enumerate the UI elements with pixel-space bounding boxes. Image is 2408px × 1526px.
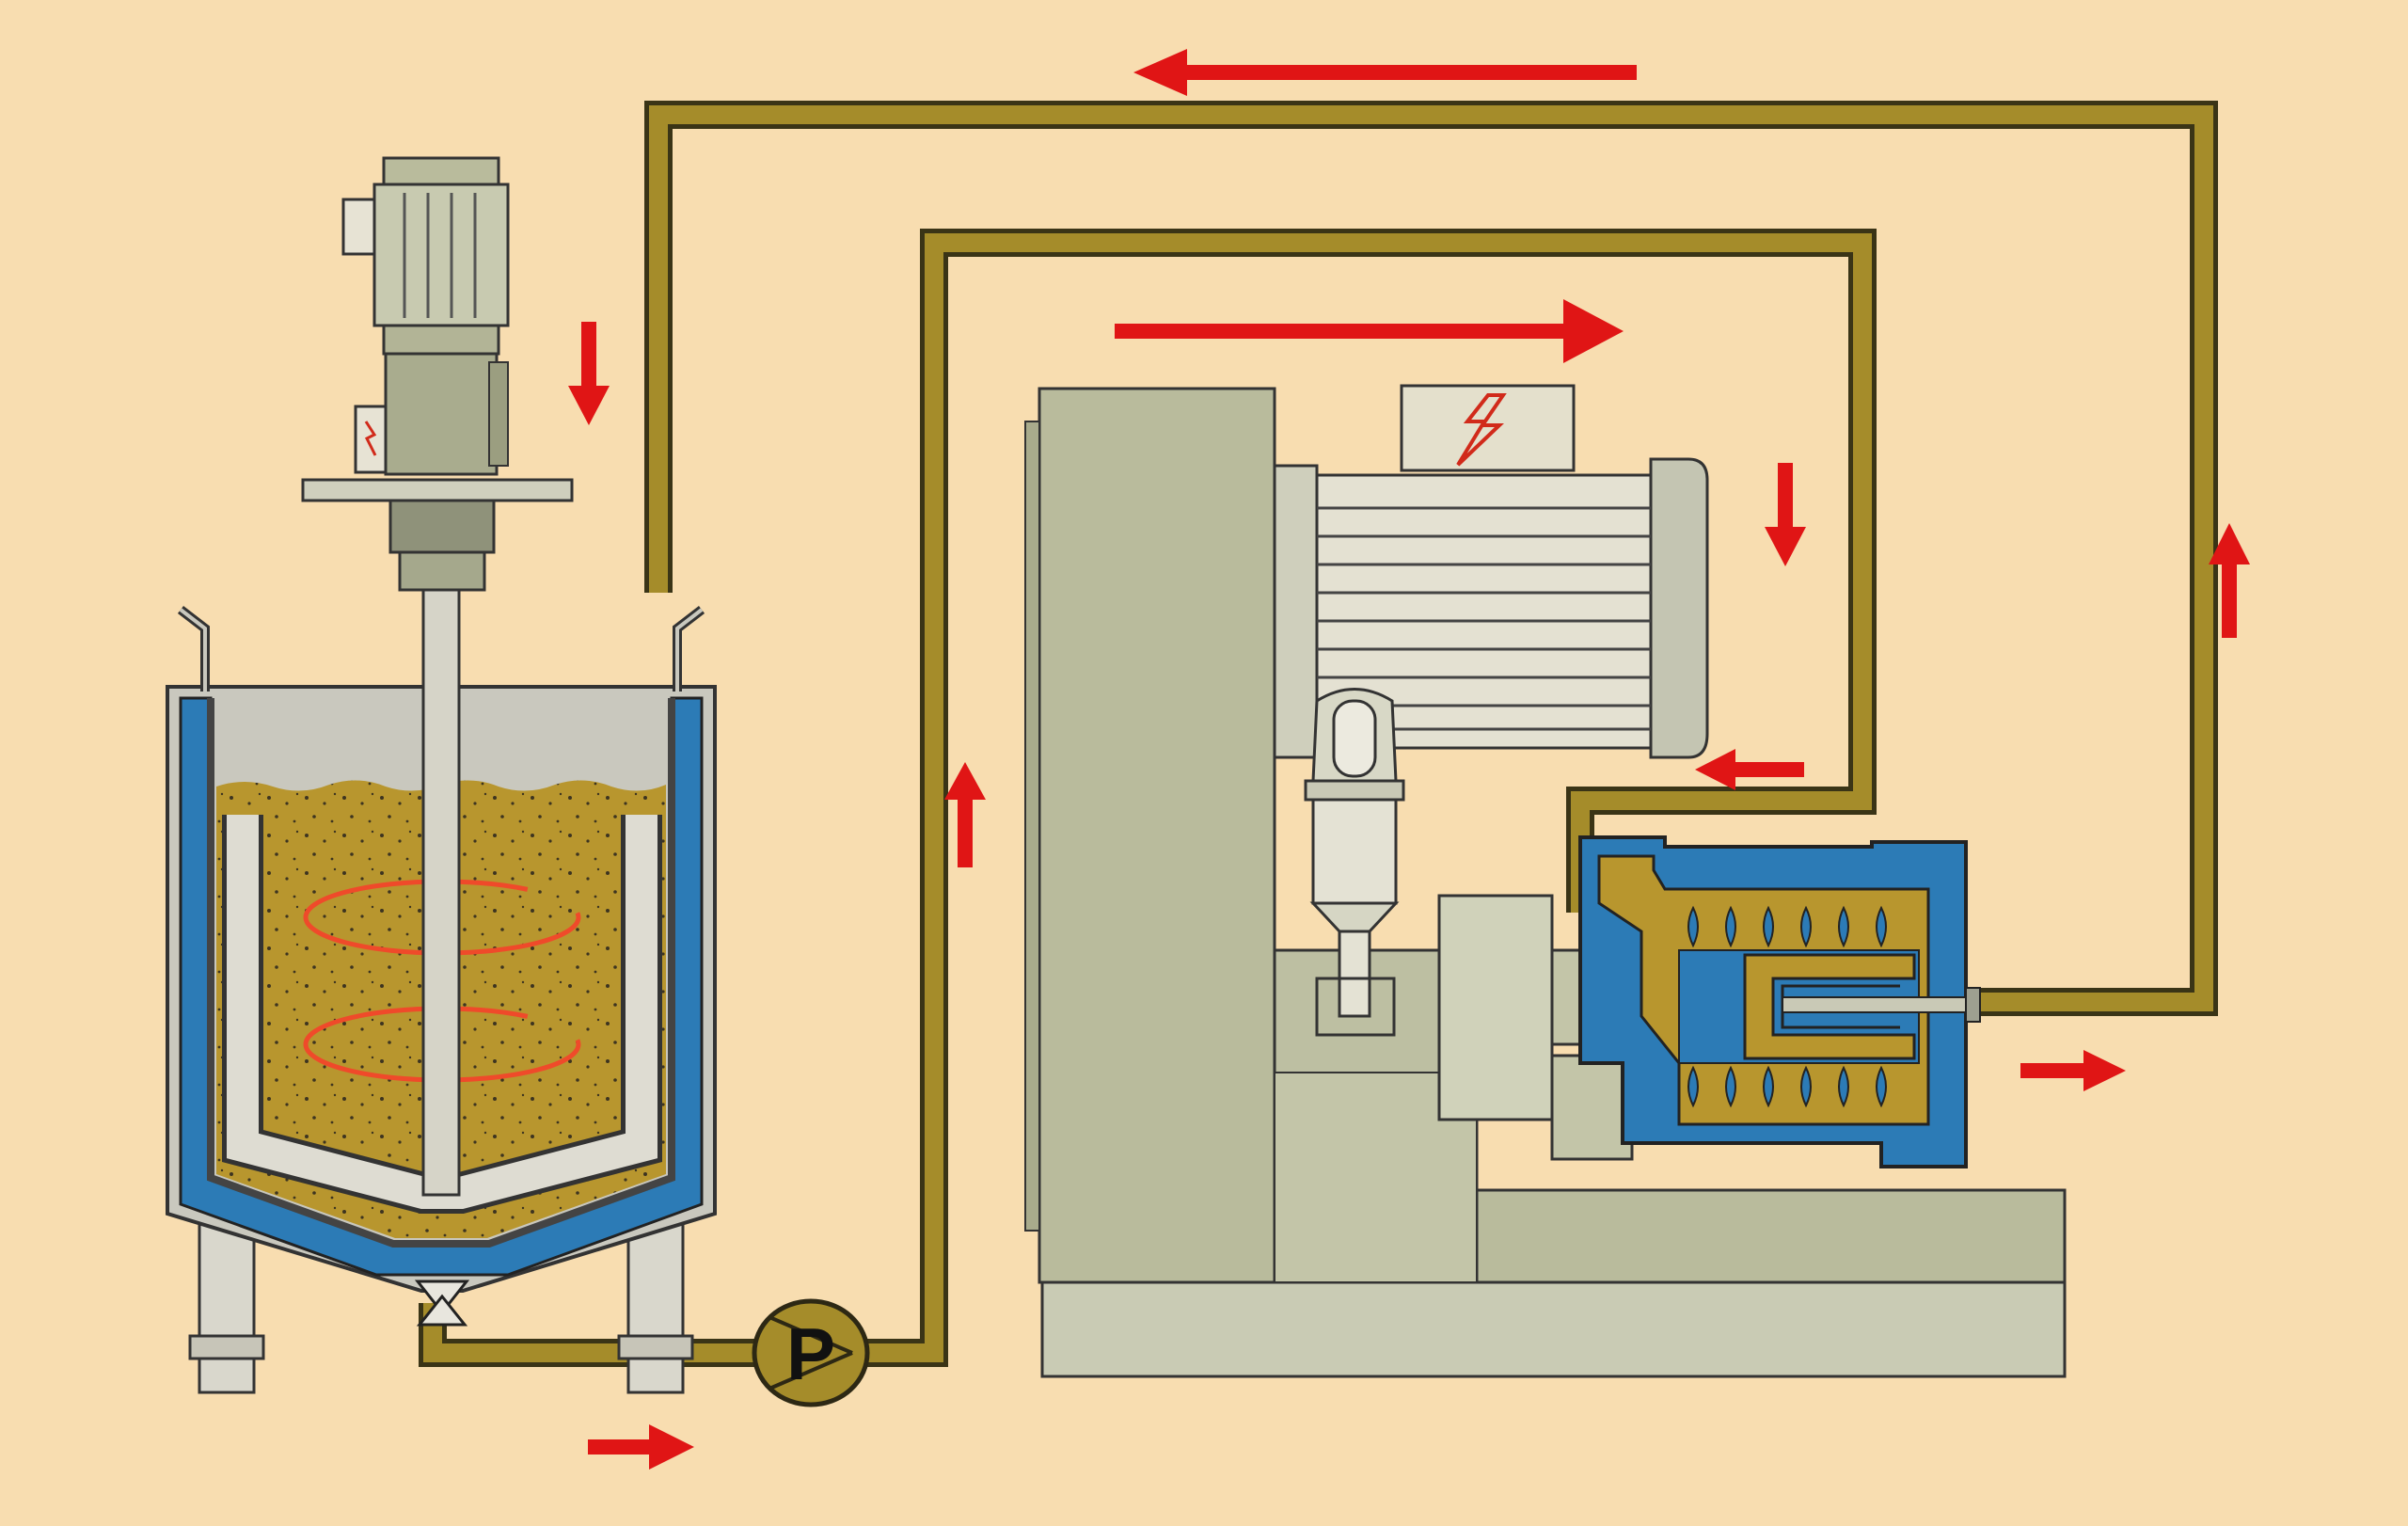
agitator-shaft — [421, 497, 461, 1197]
feed-pump: P — [752, 1298, 870, 1407]
machine-frame — [1038, 387, 1276, 1284]
vessel-leg-right — [626, 1221, 685, 1394]
flow-arrow-icon — [1115, 299, 1624, 363]
machine-base — [1040, 1280, 2067, 1378]
flow-arrow-icon — [1765, 463, 1806, 566]
mixing-vessel — [166, 497, 717, 1394]
rotor-teeth — [1687, 905, 1887, 1108]
junction-box — [1400, 384, 1576, 472]
rotor-shaft — [1782, 996, 1967, 1013]
electric-hazard-icon — [1456, 393, 1507, 467]
pump-label: P — [786, 1312, 835, 1395]
flow-arrow-icon — [2020, 1050, 2126, 1091]
flow-arrow-icon — [1695, 749, 1804, 790]
vessel-leg-left — [198, 1221, 256, 1394]
flow-arrows — [568, 49, 2250, 1470]
terminal-box — [341, 198, 376, 256]
mounting-plate — [301, 478, 574, 502]
flow-arrow-icon — [944, 762, 986, 867]
agitator-motor — [301, 156, 574, 592]
rotor-stator-head — [1578, 835, 1981, 1168]
flow-arrow-icon — [588, 1424, 694, 1470]
shaft-coupling — [1304, 688, 1405, 1037]
homogenizer-machine — [1024, 384, 2067, 1378]
flow-arrow-icon — [2209, 523, 2250, 638]
gearbox — [382, 324, 500, 356]
motor-housing — [372, 183, 510, 327]
vessel-inner-wall — [207, 698, 675, 1248]
flow-arrow-icon — [1133, 49, 1637, 96]
flow-arrow-icon — [568, 322, 610, 425]
